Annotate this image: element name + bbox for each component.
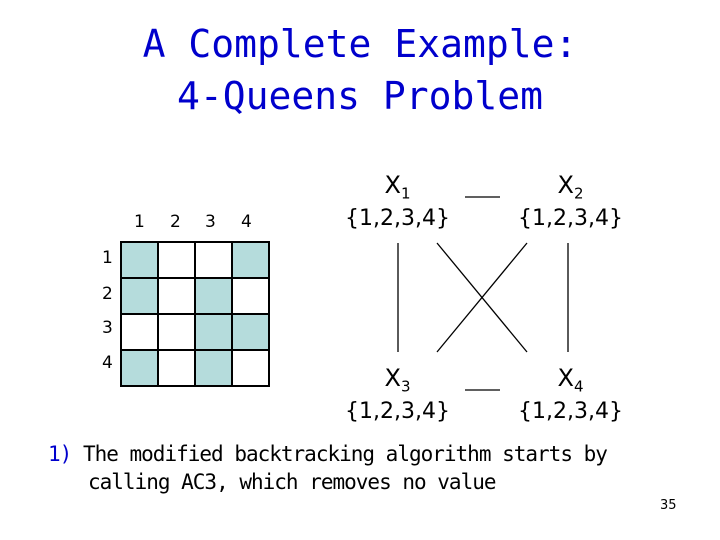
- variable-x1-domain: {1,2,3,4}: [345, 206, 450, 232]
- row-label-3: 3: [102, 318, 113, 338]
- title-line-1: A Complete Example:: [142, 22, 578, 66]
- row-label-4: 4: [102, 353, 113, 373]
- board-cell-r3-c4: [233, 315, 270, 351]
- step-number: 1): [48, 442, 72, 466]
- variable-x4-domain: {1,2,3,4}: [518, 399, 623, 425]
- variable-x3-name: X: [384, 364, 401, 392]
- variable-x2: X2 {1,2,3,4}: [508, 172, 633, 232]
- board-cell-r3-c3: [196, 315, 233, 351]
- variable-x2-name: X: [557, 171, 574, 199]
- column-label-3: 3: [205, 212, 216, 232]
- variable-x2-subscript: 2: [573, 184, 584, 203]
- variable-x1: X1 {1,2,3,4}: [335, 172, 460, 232]
- board-cell-r1-c2: [159, 243, 196, 279]
- row-label-1: 1: [102, 248, 113, 268]
- variable-x4-subscript: 4: [573, 377, 584, 396]
- board-cell-r1-c1: [122, 243, 159, 279]
- variable-x2-domain: {1,2,3,4}: [518, 206, 623, 232]
- board-cell-r4-c1: [122, 351, 159, 387]
- board-cell-r4-c4: [233, 351, 270, 387]
- variable-x3-subscript: 3: [400, 377, 411, 396]
- variable-x4: X4 {1,2,3,4}: [508, 365, 633, 425]
- board-cell-r2-c2: [159, 279, 196, 315]
- column-label-4: 4: [241, 212, 252, 232]
- board-cell-r3-c2: [159, 315, 196, 351]
- variable-x3: X3 {1,2,3,4}: [335, 365, 460, 425]
- variable-x1-name: X: [384, 171, 401, 199]
- edge-x2-x3: [436, 242, 528, 353]
- step-note: 1) The modified backtracking algorithm s…: [48, 440, 608, 496]
- variable-x3-domain: {1,2,3,4}: [345, 399, 450, 425]
- board-cell-r4-c3: [196, 351, 233, 387]
- board-cell-r1-c3: [196, 243, 233, 279]
- slide-title: A Complete Example: 4-Queens Problem: [0, 18, 720, 122]
- board-cell-r4-c2: [159, 351, 196, 387]
- board-cell-r2-c4: [233, 279, 270, 315]
- step-note-line-1: The modified backtracking algorithm star…: [82, 442, 608, 466]
- page-number: 35: [660, 498, 677, 513]
- title-line-2: 4-Queens Problem: [176, 74, 544, 118]
- column-label-2: 2: [170, 212, 181, 232]
- board-cell-r3-c1: [122, 315, 159, 351]
- board-cell-r2-c1: [122, 279, 159, 315]
- variable-x4-name: X: [557, 364, 574, 392]
- column-label-1: 1: [134, 212, 145, 232]
- chess-board: [120, 241, 270, 387]
- row-label-2: 2: [102, 284, 113, 304]
- board-cell-r2-c3: [196, 279, 233, 315]
- board-cell-r1-c4: [233, 243, 270, 279]
- step-note-line-2: calling AC3, which removes no value: [88, 470, 497, 494]
- variable-x1-subscript: 1: [400, 184, 411, 203]
